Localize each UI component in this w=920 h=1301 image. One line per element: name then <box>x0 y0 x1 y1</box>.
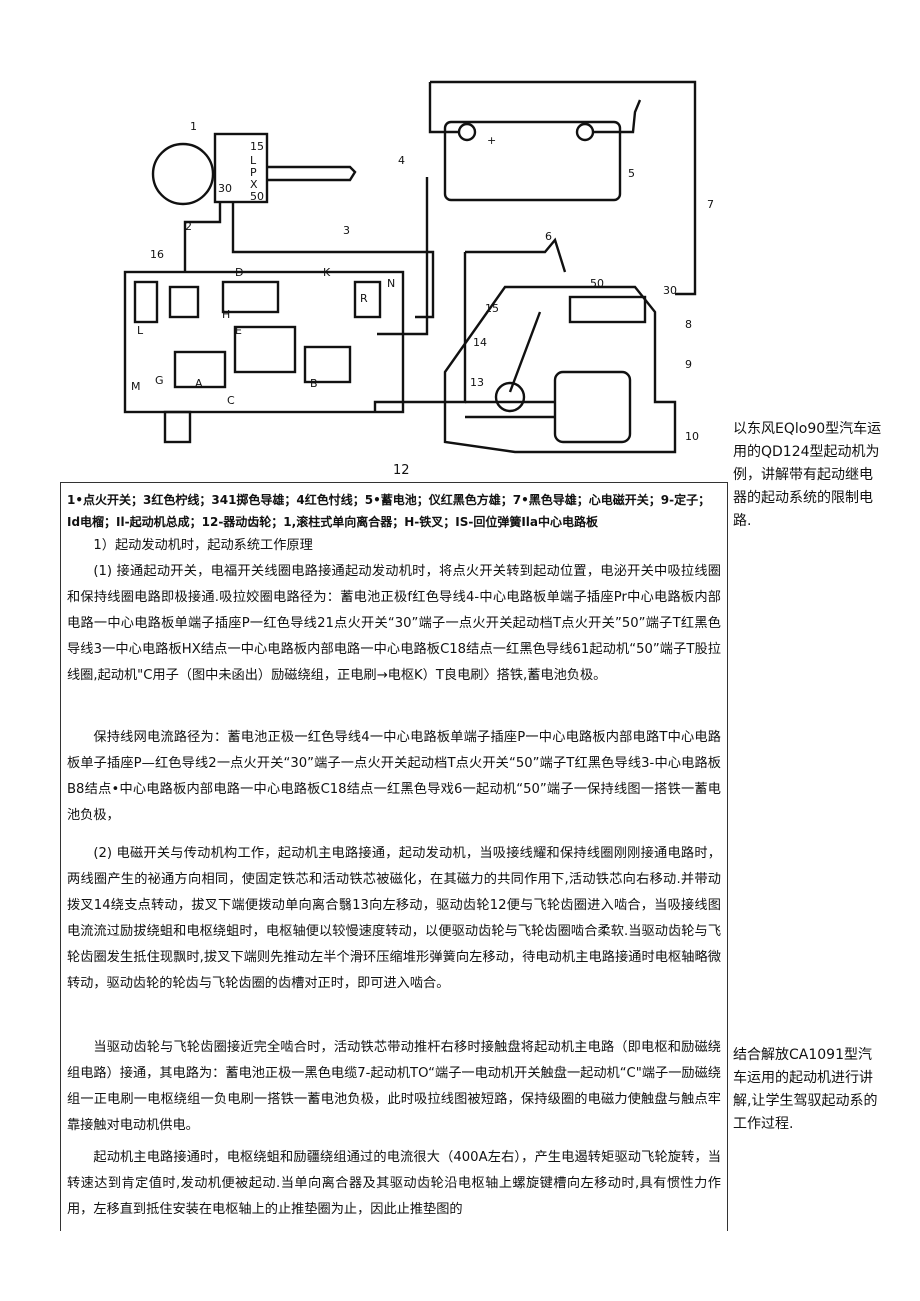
part-label: 3 <box>343 224 350 237</box>
board-letter: D <box>235 266 243 279</box>
board-letter: C <box>227 394 235 407</box>
switch-terminal: 30 <box>218 182 232 195</box>
part-label: 15 <box>485 302 499 315</box>
part-label: 14 <box>473 336 487 349</box>
paragraph: 起动机主电路接通时，电枢绕蛆和励疆绕组通过的电流很大（400A左右），产生电遏转… <box>67 1150 721 1217</box>
battery <box>443 120 622 202</box>
switch-terminal: L <box>250 154 257 167</box>
paragraph: (1) 接通起动开关，电福开关线圈电路接通起动发动机时，将点火开关转到起动位置，… <box>67 564 721 683</box>
board-letter: M <box>131 380 141 393</box>
section-heading: 1）起动发动机时，起动系统工作原理 <box>93 538 313 553</box>
motor-terminal: 50 <box>590 277 604 290</box>
board-letter: K <box>323 266 331 279</box>
motor-terminal: 30 <box>663 284 677 297</box>
main-content-column: 1•点火开关；3红色柠线；341掷色导雄；4红色忖线；5•蓄电池；仪红黑色方雄；… <box>60 482 728 1231</box>
switch-terminal: X <box>250 178 258 191</box>
key-icon <box>151 142 215 206</box>
part-label: 10 <box>685 430 699 443</box>
paragraph: (2) 电磁开关与传动机构工作，起动机主电路接通，起动发动机，当吸接线耀和保持线… <box>67 846 721 991</box>
central-circuit-board <box>123 270 405 414</box>
part-label: 5 <box>628 167 635 180</box>
diagram-legend: 1•点火开关；3红色柠线；341掷色导雄；4红色忖线；5•蓄电池；仪红黑色方雄；… <box>67 493 711 529</box>
part-label: 1 <box>190 120 197 133</box>
part-label: 9 <box>685 358 692 371</box>
switch-terminal: 15 <box>250 140 264 153</box>
part-label: 4 <box>398 154 405 167</box>
part-label: 2 <box>185 220 192 233</box>
board-letter: G <box>155 374 164 387</box>
starting-circuit-diagram: 1 2 3 4 5 6 7 8 9 10 13 14 15 16 15 L P … <box>123 80 714 454</box>
part-label: 8 <box>685 318 692 331</box>
starter-motor <box>443 285 677 454</box>
board-letter: H <box>222 308 230 321</box>
part-label: 16 <box>150 248 164 261</box>
part-label: 6 <box>545 230 552 243</box>
part-label: 7 <box>707 198 714 211</box>
board-letter: L <box>137 324 144 337</box>
board-letter: N <box>387 277 395 290</box>
switch-terminal: 50 <box>250 190 264 203</box>
switch-terminal: P <box>250 166 257 179</box>
paragraph: 当驱动齿轮与飞轮齿圈接近完全啮合时，活动铁芯带动推杆右移时接触盘将起动机主电路（… <box>67 1040 721 1133</box>
board-letter: E <box>235 324 242 337</box>
figure-label: 12 <box>393 463 410 478</box>
side-note: 结合解放CA1091型汽车运用的起动机进行讲解,让学生驾驭起动系的工作过程. <box>733 1047 878 1132</box>
board-letter: A <box>195 377 203 390</box>
battery-plus: + <box>487 134 496 147</box>
paragraph: 保持线网电流路径为：蓄电池正极一红色导线4一中心电路板单端子插座P一中心电路板内… <box>67 730 721 823</box>
side-note: 以东风EQlo90型汽车运用的QD124型起动机为例，讲解带有起动继电器的起动系… <box>733 421 882 529</box>
board-letter: B <box>310 377 318 390</box>
part-label: 13 <box>470 376 484 389</box>
board-letter: R <box>360 292 368 305</box>
